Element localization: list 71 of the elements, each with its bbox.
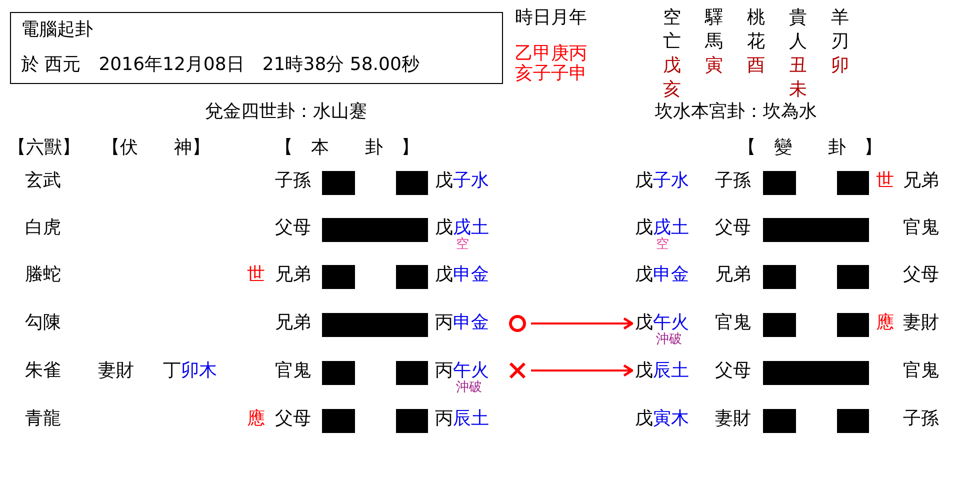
spirit-label: 羊刃: [831, 6, 849, 54]
column-header: 【六獸】: [8, 137, 80, 159]
relation-label: 父母: [715, 360, 751, 382]
spirit-value: 酉: [747, 54, 765, 78]
info-box: [10, 12, 503, 84]
clash-marker: 沖破: [656, 332, 682, 347]
branch-label: 戊寅木: [635, 408, 689, 430]
column-header: 【 本 卦 】: [275, 137, 419, 159]
branch-label: 戊申金: [635, 264, 689, 286]
relation-label: 妻財: [98, 360, 134, 382]
relation-label: 妻財: [715, 408, 751, 430]
relation-label: 兄弟: [275, 264, 311, 286]
relation-label: 父母: [903, 264, 939, 286]
branch-label: 戊戌土: [635, 217, 689, 238]
self-marker: 世: [247, 264, 265, 286]
relation-label: 子孫: [275, 170, 311, 192]
empty-marker: 空: [656, 237, 669, 252]
branch-label: 戊辰土: [635, 360, 689, 382]
empty-marker: 空: [456, 237, 469, 252]
self-marker: 世: [876, 170, 894, 192]
spirit-label: 貴人: [789, 6, 807, 54]
branch-label: 戊子水: [435, 170, 489, 192]
column-header: 【 變 卦 】: [738, 137, 882, 159]
branch-label: 戊子水: [635, 170, 689, 192]
relation-label: 子孫: [903, 408, 939, 430]
relation-label: 父母: [275, 217, 311, 239]
spirit-label: 驛馬: [705, 6, 723, 54]
spirit-value: 寅: [705, 54, 723, 78]
branch-label: 丙午火: [435, 360, 489, 381]
beast-label: 朱雀: [25, 360, 61, 382]
branch-label: 丙申金: [435, 312, 489, 334]
beast-label: 玄武: [25, 170, 61, 192]
branch-label: 丁卯木: [163, 360, 217, 382]
spirit-value: 戊亥: [663, 54, 681, 102]
clash-marker: 沖破: [456, 380, 482, 395]
beast-label: 青龍: [25, 408, 61, 430]
relation-label: 官鬼: [903, 360, 939, 382]
relation-label: 兄弟: [275, 312, 311, 334]
arrow: [531, 364, 634, 377]
spirit-value: 卯: [831, 54, 849, 78]
hexagram-name: 兌金四世卦：水山蹇: [205, 101, 367, 123]
heading-text: 電腦起卦: [21, 19, 93, 41]
beast-label: 白虎: [25, 217, 61, 239]
branch-label: 戊戌土: [435, 217, 489, 238]
branch-label: 丙辰土: [435, 408, 489, 430]
relation-label: 妻財: [903, 312, 939, 334]
relation-label: 父母: [715, 217, 751, 239]
response-marker: 應: [247, 408, 265, 430]
spirit-value: 丑未: [789, 54, 807, 102]
relation-label: 子孫: [715, 170, 751, 192]
heading-text: 時日月年: [515, 7, 587, 29]
beast-label: 螣蛇: [25, 264, 61, 286]
relation-label: 官鬼: [275, 360, 311, 382]
date-text: 於 西元 2016年12月08日 21時38分 58.00秒: [21, 54, 420, 76]
branch-text: 亥子子申: [515, 63, 587, 85]
spirit-label: 空亡: [663, 6, 681, 54]
column-header: 【伏 神】: [102, 137, 210, 159]
relation-label: 兄弟: [715, 264, 751, 286]
relation-label: 官鬼: [903, 217, 939, 239]
relation-label: 官鬼: [715, 312, 751, 334]
spirit-label: 桃花: [747, 6, 765, 54]
moving-line-circle: [509, 315, 526, 332]
stem-text: 乙甲庚丙: [515, 43, 587, 64]
relation-label: 兄弟: [903, 170, 939, 192]
relation-label: 父母: [275, 408, 311, 430]
moving-line-cross: [509, 362, 526, 379]
response-marker: 應: [876, 312, 894, 334]
branch-label: 戊申金: [435, 264, 489, 286]
arrow: [531, 317, 634, 330]
beast-label: 勾陳: [25, 312, 61, 334]
hexagram-name: 坎水本宮卦：坎為水: [655, 101, 817, 123]
